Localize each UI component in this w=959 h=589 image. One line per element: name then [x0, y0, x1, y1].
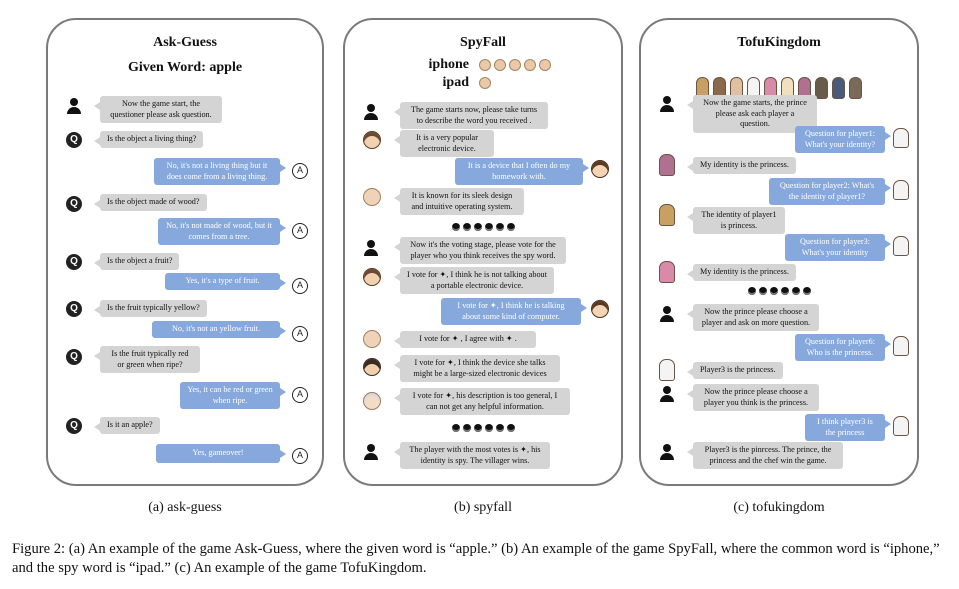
subfigure-caption-a: (a) ask-guess	[148, 500, 222, 515]
message-bubble: Yes, it can be red or green when ripe.	[180, 382, 286, 409]
player-avatar-icon	[591, 160, 609, 178]
panel-title: TofuKingdom	[737, 35, 821, 50]
message-bubble: It is a very popular electronic device.	[394, 130, 494, 157]
player-avatar-icon	[659, 261, 675, 283]
message-bubble: My identity is the princess.	[687, 264, 796, 281]
host-icon	[363, 444, 379, 460]
message-bubble: Player3 is the pinrcess. The prince, the…	[687, 442, 843, 469]
figure-caption: Figure 2: (a) An example of the game Ask…	[12, 541, 940, 576]
answerer-icon: A	[292, 223, 308, 239]
spy-face-icon	[478, 75, 494, 91]
message-bubble: Is it an apple?	[94, 417, 160, 434]
subfigure-caption-c: (c) tofukingdom	[733, 500, 825, 515]
spyfall-panel: SpyFall iphone ipad The game starts now,…	[343, 18, 623, 486]
panel-title: SpyFall	[460, 35, 506, 50]
message-bubble: Question for player1: What's your identi…	[795, 126, 891, 153]
common-word: iphone	[428, 57, 469, 73]
message-bubble: The player with the most votes is ✦, his…	[394, 442, 550, 469]
player-avatar-icon	[363, 358, 381, 376]
answerer-icon: A	[292, 387, 308, 403]
message-bubble: Yes, it's a type of fruit.	[165, 273, 286, 290]
player-avatar-icon	[659, 204, 675, 226]
questioner-icon: Q	[66, 418, 82, 434]
questioner-icon: Q	[66, 132, 82, 148]
tofukingdom-panel: TofuKingdom Now the game starts, the pri…	[639, 18, 919, 486]
message-bubble: Is the object a fruit?	[93, 253, 180, 270]
message-bubble: Is the fruit typically yellow?	[94, 300, 207, 317]
message-bubble: Now the game start, the questioner pleas…	[94, 96, 222, 123]
player-avatar-icon	[659, 154, 675, 176]
prince-avatar-icon	[893, 128, 909, 148]
message-bubble: Is the object a living thing?	[93, 131, 204, 148]
message-bubble: I think player3 is the princess	[805, 414, 891, 441]
prince-avatar-icon	[893, 236, 909, 256]
player-avatar-icon	[659, 359, 675, 381]
questioner-icon: Q	[66, 349, 82, 365]
player-avatar-icon	[591, 300, 609, 318]
message-bubble: I vote for ✦, I think the device she tal…	[394, 355, 560, 382]
message-bubble: I vote for ✦, I think he is talking abou…	[441, 298, 587, 325]
answerer-icon: A	[292, 448, 308, 464]
answerer-icon: A	[292, 278, 308, 294]
spy-word: ipad	[442, 75, 469, 91]
message-bubble: Now it's the voting stage, please vote f…	[394, 237, 566, 264]
message-bubble: Player3 is the princess.	[687, 362, 783, 379]
player-avatar-icon	[363, 392, 381, 410]
host-icon	[659, 386, 675, 402]
message-bubble: It is a device that I often do my homewo…	[455, 158, 589, 185]
message-bubble: Yes, gameover!	[156, 444, 286, 463]
player-avatar-icon	[363, 268, 381, 286]
message-bubble: Now the prince please choose a player yo…	[687, 384, 819, 411]
common-word-row: iphone	[423, 57, 554, 73]
questioner-icon: Q	[66, 301, 82, 317]
prince-avatar-icon	[893, 180, 909, 200]
given-word: Given Word: apple	[127, 60, 243, 75]
ellipsis-dots	[345, 223, 621, 234]
spy-word-row: ipad	[423, 75, 494, 91]
message-bubble: Now the prince please choose a player an…	[687, 304, 819, 331]
message-bubble: No, it's not an yellow fruit.	[152, 321, 286, 338]
message-bubble: Question for player2: What's the identit…	[769, 178, 891, 205]
message-bubble: My identity is the princess.	[687, 157, 796, 174]
player-avatar-icon	[363, 330, 381, 348]
host-icon	[66, 98, 82, 114]
player-avatar-icon	[363, 131, 381, 149]
ask-guess-panel: Ask-Guess Given Word: apple Now the game…	[46, 18, 324, 486]
ellipsis-dots	[345, 424, 621, 435]
prince-avatar-icon	[893, 336, 909, 356]
message-bubble: I vote for ✦, I think he is not talking …	[394, 267, 554, 294]
player-avatar-icon	[363, 188, 381, 206]
message-bubble: No, it's not a living thing but it does …	[154, 158, 286, 185]
host-icon	[659, 306, 675, 322]
message-bubble: I vote for ✦, his description is too gen…	[394, 388, 570, 415]
message-bubble: I vote for ✦ , I agree with ✦ .	[394, 331, 536, 348]
ellipsis-dots	[641, 287, 917, 298]
message-bubble: Question for player3: What's your identi…	[785, 234, 891, 261]
message-bubble: Question for player6: Who is the princes…	[795, 334, 891, 361]
host-icon	[363, 240, 379, 256]
host-icon	[659, 444, 675, 460]
panel-title: Ask-Guess	[153, 35, 217, 50]
subfigure-caption-b: (b) spyfall	[454, 500, 512, 515]
answerer-icon: A	[292, 326, 308, 342]
villager-faces-icon	[478, 57, 554, 73]
characters-icon	[641, 77, 917, 99]
message-bubble: The identity of player1 is princess.	[687, 207, 785, 234]
answerer-icon: A	[292, 163, 308, 179]
message-bubble: The game starts now, please take turns t…	[394, 102, 548, 129]
host-icon	[659, 96, 675, 112]
message-bubble: Is the object made of wood?	[94, 194, 207, 211]
message-bubble: Is the fruit typically red or green when…	[94, 346, 200, 373]
questioner-icon: Q	[66, 254, 82, 270]
host-icon	[363, 104, 379, 120]
message-bubble: No, it's not made of wood, but it comes …	[158, 218, 286, 245]
prince-avatar-icon	[893, 416, 909, 436]
message-bubble: It is known for its sleek design and int…	[394, 188, 524, 215]
questioner-icon: Q	[66, 196, 82, 212]
